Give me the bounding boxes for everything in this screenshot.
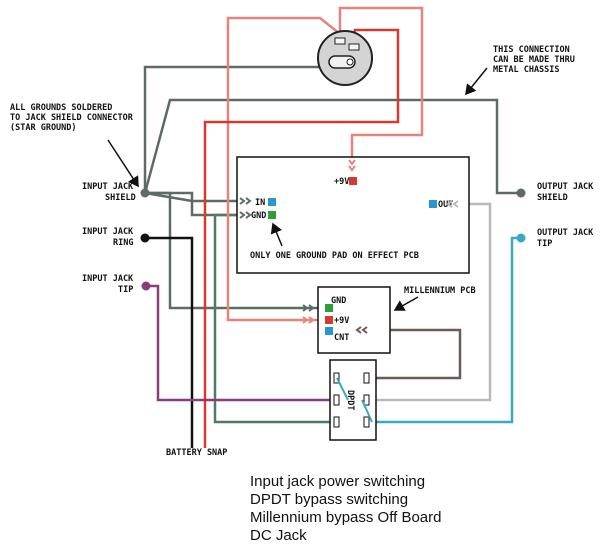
chassis-note-line-1: THIS CONNECTION	[493, 45, 570, 55]
input-ring-node	[140, 233, 150, 243]
effect-in-pad: IN	[255, 198, 276, 208]
star-ground-note: ALL GROUNDS SOLDERED TO JACK SHIELD CONN…	[10, 103, 134, 133]
star-ground-line-3: (STAR GROUND)	[10, 123, 77, 133]
caption-line-1: Input jack power switching	[250, 473, 425, 490]
output-tip-label-2: TIP	[537, 239, 552, 249]
chassis-note: THIS CONNECTION CAN BE MADE THRU METAL C…	[493, 45, 575, 75]
out-chevrons	[446, 200, 459, 208]
effect-gnd-pad: GND	[251, 211, 276, 221]
millennium-cnt-label: CNT	[334, 333, 349, 343]
input-ring-label-1: INPUT JACK	[82, 227, 134, 237]
millennium-chevrons	[302, 304, 368, 334]
dpdt-lugs	[333, 372, 370, 428]
dpdt-label: DPDT	[345, 390, 355, 410]
millennium-title: MILLENNIUM PCB	[404, 286, 476, 296]
millennium-gnd-pad: GND	[325, 296, 346, 312]
output-shield-label: OUTPUT JACK SHIELD	[537, 182, 594, 203]
effect-gnd-label: GND	[251, 211, 266, 221]
power-wire-effect	[338, 6, 424, 170]
input-tip-label: INPUT JACK TIP	[82, 274, 134, 295]
chassis-note-line-3: METAL CHASSIS	[493, 65, 560, 75]
caption-line-4: DC Jack	[250, 527, 307, 544]
input-shield-label-2: SHIELD	[105, 193, 136, 203]
chassis-ground-wire	[143, 98, 520, 195]
ground-pad-arrow	[270, 222, 283, 247]
input-ring-label-2: RING	[113, 238, 133, 248]
output-shield-label-2: SHIELD	[537, 193, 568, 203]
input-shield-node	[140, 188, 150, 198]
caption-line-3: Millennium bypass Off Board	[250, 509, 441, 526]
ground-pad-note: ONLY ONE GROUND PAD ON EFFECT PCB	[250, 251, 419, 261]
millennium-cnt-pad: CNT	[325, 327, 349, 343]
caption-line-2: DPDT bypass switching	[250, 491, 408, 508]
effect-out-label: OUT	[438, 200, 453, 210]
millennium-gnd-label: GND	[331, 296, 346, 306]
battery-snap-label: BATTERY SNAP	[166, 448, 227, 458]
millennium-gnd-wire	[145, 191, 325, 310]
output-tip-label: OUTPUT JACK TIP	[537, 228, 594, 249]
output-shield-label-1: OUTPUT JACK	[537, 182, 594, 192]
output-wire	[366, 202, 492, 402]
millennium-9v-label: +9V	[334, 316, 349, 326]
star-ground-line-1: ALL GROUNDS SOLDERED	[10, 103, 112, 113]
dc-jack-ground-wire	[143, 65, 340, 193]
dpdt-jumpers	[336, 377, 373, 423]
star-ground-line-2: TO JACK SHIELD CONNECTOR	[10, 113, 134, 123]
chassis-note-line-2: CAN BE MADE THRU	[493, 55, 575, 65]
cnt-wire	[350, 328, 462, 380]
star-ground-arrow	[107, 139, 139, 188]
effect-in-label: IN	[255, 198, 265, 208]
output-tip-node	[516, 233, 526, 243]
output-shield-node	[516, 188, 526, 198]
input-tip-wire	[148, 284, 332, 402]
effect-pcb	[236, 156, 470, 274]
effect-9v-label: +9V	[334, 177, 349, 187]
output-tip-wire	[366, 236, 520, 424]
effect-9v-chevrons	[348, 159, 356, 172]
input-ring-label: INPUT JACK RING	[82, 227, 134, 248]
input-shield-label: INPUT JACK SHIELD	[82, 182, 136, 203]
battery-black-wire	[145, 236, 194, 448]
dc-jack	[317, 30, 373, 86]
effect-out-pad: OUT	[429, 200, 453, 210]
power-wire-jack	[226, 16, 346, 322]
input-shield-label-1: INPUT JACK	[82, 182, 134, 192]
input-tip-label-1: INPUT JACK	[82, 274, 134, 284]
input-tip-label-2: TIP	[118, 285, 133, 295]
caption: Input jack power switching DPDT bypass s…	[250, 473, 441, 544]
output-tip-label-1: OUTPUT JACK	[537, 228, 594, 238]
millennium-9v-pad: +9V	[325, 316, 349, 326]
in-chevrons	[239, 197, 252, 219]
input-tip-node	[141, 281, 151, 291]
effect-9v-pad: +9V	[334, 177, 357, 187]
chassis-arrow	[465, 67, 488, 96]
millennium-arrow	[393, 296, 419, 311]
